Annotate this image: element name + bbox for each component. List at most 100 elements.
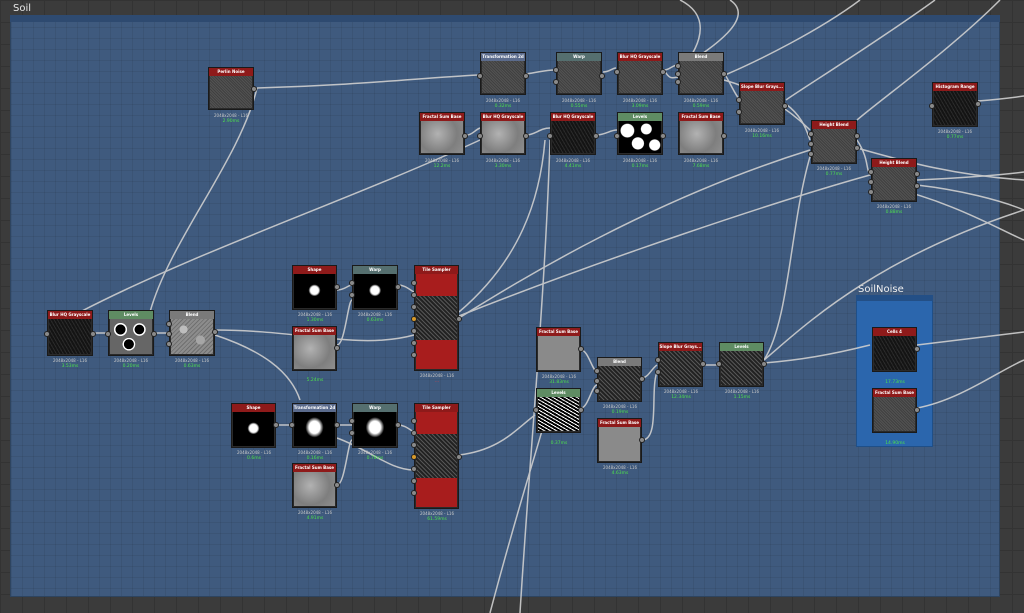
input-pin[interactable]	[655, 369, 661, 375]
node-levels[interactable]: Levels	[614, 112, 666, 155]
output-pin[interactable]	[721, 71, 727, 77]
input-pin[interactable]	[411, 418, 417, 424]
node-transformation-2d[interactable]: Transformation 2d	[289, 403, 340, 448]
input-pin[interactable]	[808, 131, 814, 137]
input-pin[interactable]	[349, 280, 355, 286]
output-pin[interactable]	[523, 73, 529, 79]
input-pin[interactable]	[614, 69, 620, 75]
input-pin[interactable]	[411, 340, 417, 346]
output-pin[interactable]	[273, 422, 279, 428]
input-pin[interactable]	[736, 97, 742, 103]
output-pin[interactable]	[639, 376, 645, 382]
input-pin[interactable]	[411, 430, 417, 436]
input-pin[interactable]	[675, 79, 681, 85]
output-pin[interactable]	[660, 69, 666, 75]
output-pin[interactable]	[854, 133, 860, 139]
output-pin[interactable]	[914, 407, 920, 413]
output-pin[interactable]	[456, 316, 462, 322]
node-blend[interactable]: Blend	[675, 52, 727, 95]
output-pin[interactable]	[395, 284, 401, 290]
input-pin[interactable]	[655, 357, 661, 363]
input-pin[interactable]	[808, 141, 814, 147]
node-fractal-sum-base[interactable]: Fractal Sum Base	[597, 418, 645, 463]
output-pin[interactable]	[334, 284, 340, 290]
input-pin[interactable]	[553, 67, 559, 73]
input-pin[interactable]	[808, 151, 814, 157]
node-cells-4[interactable]: Cells 4	[872, 327, 920, 372]
node-blur-hq-grayscale[interactable]: Blur HQ Grayscale	[477, 112, 529, 155]
node-fractal-sum-base[interactable]: Fractal Sum Base	[292, 463, 340, 508]
input-pin[interactable]	[477, 133, 483, 139]
input-pin[interactable]	[868, 189, 874, 195]
input-pin[interactable]	[716, 361, 722, 367]
node-blur-hq-grayscale[interactable]: Blur HQ Grayscale	[614, 52, 666, 95]
input-pin[interactable]	[533, 407, 539, 413]
output-pin[interactable]	[251, 86, 257, 92]
input-pin[interactable]	[411, 466, 417, 472]
input-pin[interactable]	[675, 71, 681, 77]
frame-soil-header[interactable]	[10, 15, 1000, 22]
output-pin[interactable]	[639, 437, 645, 443]
node-warp[interactable]: Warp	[553, 52, 605, 95]
output-pin[interactable]	[914, 171, 920, 177]
input-pin[interactable]	[594, 388, 600, 394]
node-fractal-sum-base[interactable]: Fractal Sum Base	[872, 388, 920, 433]
node-levels[interactable]: Levels	[533, 388, 584, 433]
output-pin[interactable]	[212, 329, 218, 335]
node-blend[interactable]: Blend	[594, 357, 645, 402]
node-tile-sampler[interactable]: Tile Sampler	[411, 265, 462, 371]
node-height-blend[interactable]: Height Blend	[808, 120, 860, 164]
input-pin[interactable]	[289, 422, 295, 428]
output-pin[interactable]	[456, 454, 462, 460]
node-slope-blur-grayscale[interactable]: Slope Blur Grays...	[736, 82, 788, 125]
node-blur-hq-grayscale[interactable]: Blur HQ Grayscale	[44, 310, 96, 356]
input-pin[interactable]	[105, 331, 111, 337]
node-perlin-noise[interactable]: Perlin Noise	[208, 67, 257, 110]
node-shape[interactable]: Shape	[292, 265, 340, 310]
input-pin[interactable]	[349, 418, 355, 424]
node-blur-hq-grayscale[interactable]: Blur HQ Grayscale	[547, 112, 599, 155]
node-slope-blur-grayscale[interactable]: Slope Blur Grays...	[655, 342, 706, 387]
output-pin[interactable]	[578, 407, 584, 413]
node-levels[interactable]: Levels	[105, 310, 157, 356]
output-pin[interactable]	[761, 361, 767, 367]
input-pin[interactable]	[868, 169, 874, 175]
output-pin[interactable]	[660, 133, 666, 139]
input-pin[interactable]	[411, 442, 417, 448]
input-pin[interactable]	[411, 328, 417, 334]
output-pin[interactable]	[151, 331, 157, 337]
input-pin[interactable]	[929, 103, 935, 109]
output-pin[interactable]	[578, 346, 584, 352]
node-fractal-sum-base[interactable]: Fractal Sum Base	[536, 327, 584, 372]
output-pin[interactable]	[90, 331, 96, 337]
input-pin[interactable]	[411, 454, 417, 460]
output-pin[interactable]	[975, 101, 981, 107]
output-pin[interactable]	[914, 183, 920, 189]
output-pin[interactable]	[462, 133, 468, 139]
output-pin[interactable]	[700, 361, 706, 367]
input-pin[interactable]	[411, 490, 417, 496]
output-pin[interactable]	[721, 133, 727, 139]
node-transformation-2d[interactable]: Transformation 2d	[477, 52, 529, 95]
node-fractal-sum-base[interactable]: Fractal Sum Base	[292, 326, 340, 371]
node-fractal-sum-base[interactable]: Fractal Sum Base	[678, 112, 727, 155]
input-pin[interactable]	[614, 133, 620, 139]
output-pin[interactable]	[854, 145, 860, 151]
input-pin[interactable]	[166, 341, 172, 347]
frame-soilnoise-header[interactable]	[856, 295, 933, 301]
input-pin[interactable]	[411, 316, 417, 322]
input-pin[interactable]	[411, 280, 417, 286]
output-pin[interactable]	[334, 345, 340, 351]
input-pin[interactable]	[349, 292, 355, 298]
output-pin[interactable]	[782, 103, 788, 109]
node-warp[interactable]: Warp	[349, 403, 401, 448]
input-pin[interactable]	[594, 368, 600, 374]
input-pin[interactable]	[477, 73, 483, 79]
output-pin[interactable]	[334, 482, 340, 488]
output-pin[interactable]	[395, 422, 401, 428]
output-pin[interactable]	[593, 133, 599, 139]
input-pin[interactable]	[411, 352, 417, 358]
node-histogram-range[interactable]: Histogram Range	[929, 82, 981, 127]
input-pin[interactable]	[166, 321, 172, 327]
input-pin[interactable]	[411, 478, 417, 484]
